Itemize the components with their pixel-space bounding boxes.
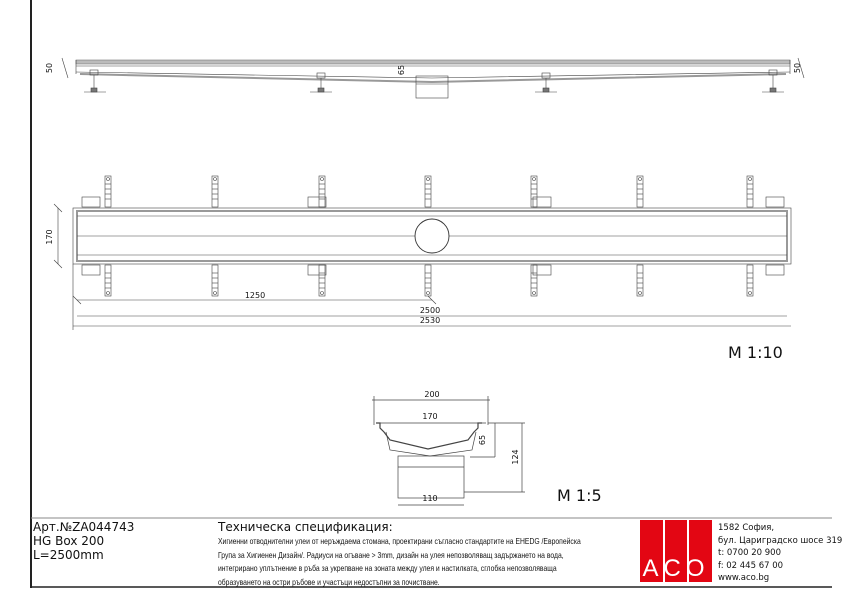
outlet-pipe <box>415 75 449 99</box>
anchor-bracket <box>424 264 432 297</box>
elevation-view <box>61 57 805 99</box>
outlet-circle <box>414 218 450 254</box>
dim-section-inner-width: 170 <box>422 412 437 421</box>
anchor-bracket <box>530 175 538 208</box>
dim-elevation-left: 50 <box>45 63 54 73</box>
anchor-bracket <box>636 175 644 208</box>
anchor-bracket <box>636 264 644 297</box>
anchor-bracket <box>530 264 538 297</box>
website-link[interactable]: www.aco.bg <box>718 573 770 583</box>
dim-elevation-outlet: 65 <box>397 65 406 75</box>
dim-plan-half-length: 1250 <box>245 291 265 300</box>
anchor-bracket <box>746 264 754 297</box>
anchor-bracket <box>318 175 326 208</box>
article-number: Арт.№ZA044743 <box>33 520 135 534</box>
dim-plan-width: 170 <box>45 229 54 244</box>
spec-line: образуването на остри ръбове и участъци … <box>218 576 440 587</box>
scale-main: M 1:10 <box>728 343 783 362</box>
dim-plan-length: 2500 <box>420 306 440 315</box>
dim-section-overall-width: 200 <box>424 390 439 399</box>
support-leg <box>84 69 106 93</box>
product-info: Арт.№ZA044743 HG Box 200 L=2500mm <box>33 520 134 562</box>
address-street: бул. Цариградско шосе 319 <box>718 535 842 546</box>
dim-plan-overall-length: 2530 <box>420 316 440 325</box>
anchor-bracket <box>104 264 112 297</box>
support-leg <box>535 72 557 93</box>
fax: f: 02 445 67 00 <box>718 560 784 571</box>
dim-elevation-right: 50 <box>793 63 802 73</box>
address-city: 1582 София, <box>718 523 775 533</box>
company-address: 1582 София, бул. Цариградско шосе 319 t:… <box>718 522 842 585</box>
anchor-bracket <box>424 175 432 208</box>
anchor-bracket <box>211 264 219 297</box>
support-leg <box>310 72 332 93</box>
dim-section-total-height: 124 <box>511 449 520 464</box>
product-name: HG Box 200 <box>33 534 105 548</box>
anchor-bracket <box>746 175 754 208</box>
section-view <box>372 396 525 506</box>
anchor-bracket <box>211 175 219 208</box>
scale-section: M 1:5 <box>557 486 602 505</box>
anchor-bracket <box>104 175 112 208</box>
spec-line: Хигиенни отводнителни улеи от неръждаема… <box>218 536 581 546</box>
dim-section-depth: 65 <box>478 435 487 445</box>
anchor-bracket <box>318 264 326 297</box>
spec-line: Група за Хигиенен Дизайн/. Радиуси на ог… <box>218 549 564 560</box>
dim-section-outlet: 110 <box>422 494 437 503</box>
aco-logo: ACO <box>640 520 712 582</box>
support-leg <box>762 69 784 93</box>
product-length: L=2500mm <box>33 548 104 562</box>
phone: t: 0700 20 900 <box>718 548 781 558</box>
specification: Техническа спецификация: Хигиенни отводн… <box>218 520 660 589</box>
logo-text: ACO <box>642 555 710 582</box>
plan-view <box>53 175 792 330</box>
spec-line: интегрирано уплътнение в ръба за укрепва… <box>218 563 557 573</box>
spec-title: Техническа спецификация: <box>218 520 393 534</box>
